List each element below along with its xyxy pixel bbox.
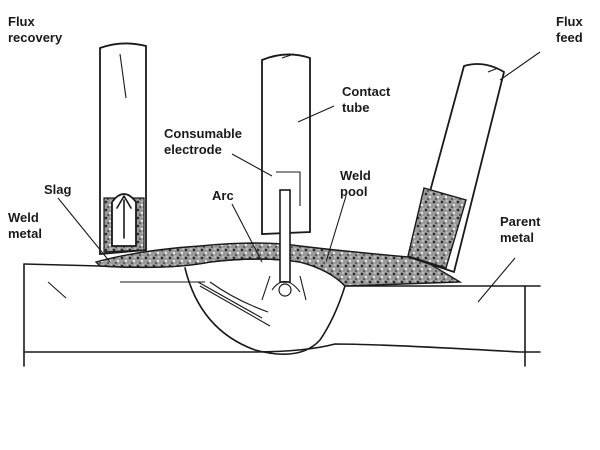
label-weld-metal-line2: metal	[8, 226, 42, 241]
label-flux-recovery: Flux recovery	[8, 14, 63, 45]
label-weld-pool: Weld pool	[340, 168, 371, 199]
label-consumable-electrode-line2: electrode	[164, 142, 222, 157]
label-flux-feed-line1: Flux	[556, 14, 583, 29]
label-contact-tube: Contact tube	[342, 84, 391, 115]
flux-feed-tube	[407, 63, 506, 274]
label-weld-metal: Weld metal	[8, 210, 42, 241]
label-parent-metal: Parent metal	[500, 214, 541, 245]
flux-recovery-tube	[99, 42, 147, 255]
label-arc: Arc	[212, 188, 234, 203]
label-contact-tube-line2: tube	[342, 100, 369, 115]
label-weld-pool-line1: Weld	[340, 168, 371, 183]
contact-tube	[261, 53, 311, 235]
weld-fusion-zone	[120, 267, 346, 356]
label-contact-tube-line1: Contact	[342, 84, 391, 99]
label-weld-metal-line1: Weld	[8, 210, 39, 225]
label-consumable-electrode: Consumable electrode	[164, 126, 242, 157]
label-flux-recovery-line2: recovery	[8, 30, 63, 45]
label-consumable-electrode-line1: Consumable	[164, 126, 242, 141]
label-flux-feed-line2: feed	[556, 30, 583, 45]
label-slag: Slag	[44, 182, 72, 197]
arc	[261, 275, 307, 301]
label-parent-metal-line1: Parent	[500, 214, 541, 229]
label-weld-pool-line2: pool	[340, 184, 367, 199]
label-flux-feed: Flux feed	[556, 14, 583, 45]
flux-layer	[94, 242, 463, 287]
label-parent-metal-line2: metal	[500, 230, 534, 245]
label-flux-recovery-line1: Flux	[8, 14, 35, 29]
leader-lines	[47, 51, 541, 327]
consumable-electrode	[279, 189, 291, 283]
